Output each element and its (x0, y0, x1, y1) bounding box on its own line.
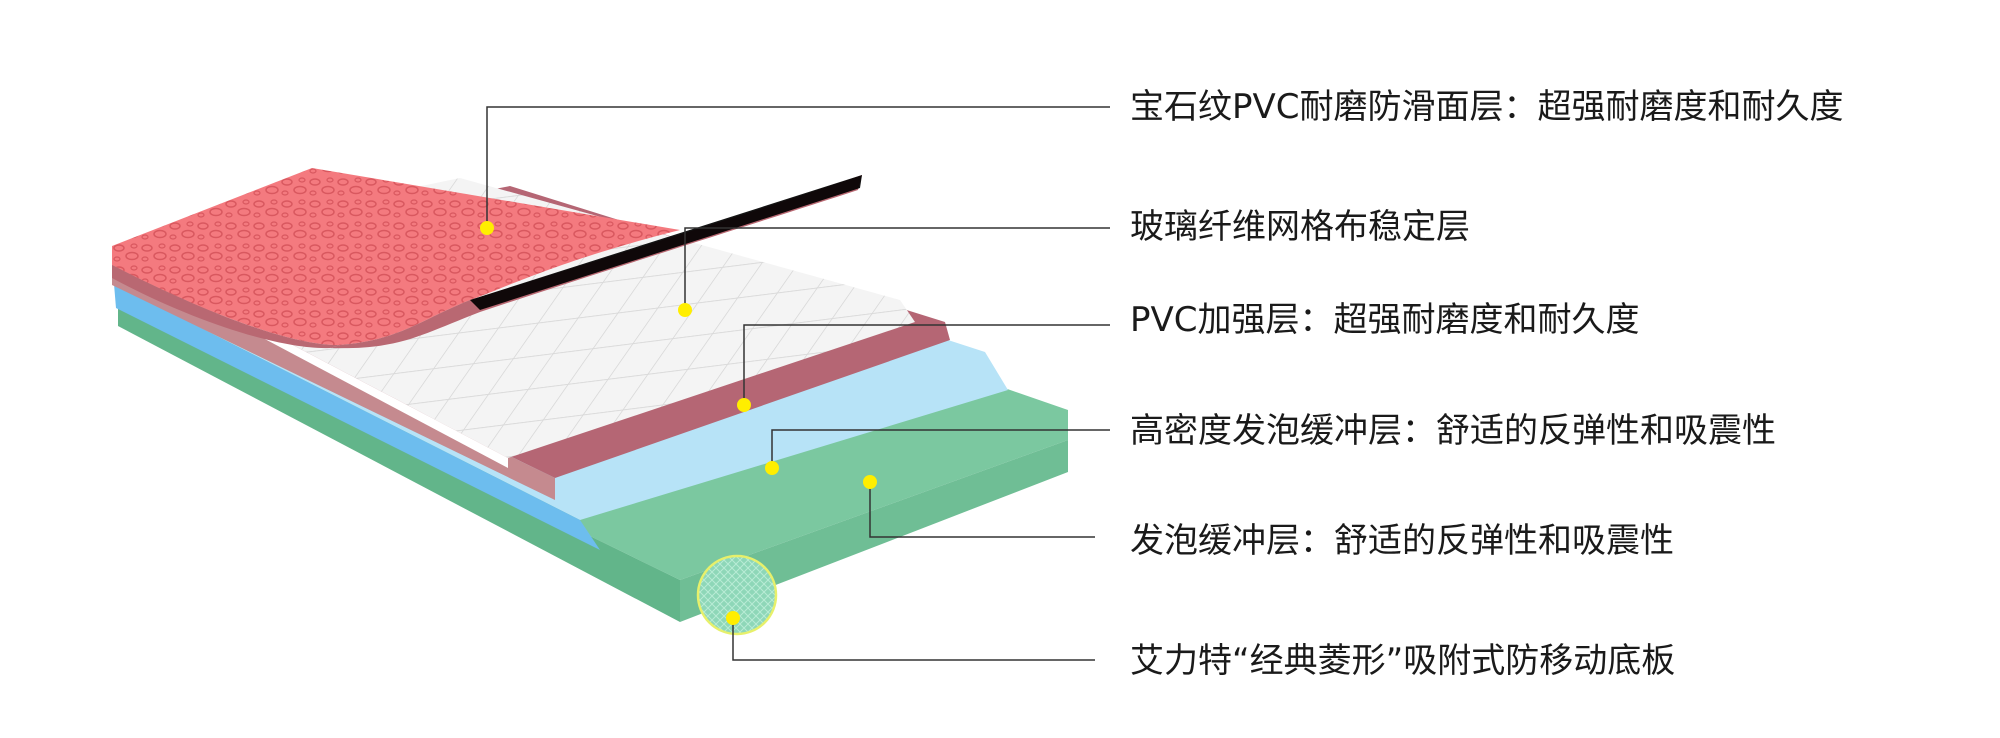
leader-line-foam (869, 482, 1095, 538)
leader-line-high-density-foam (771, 429, 1110, 468)
layer-label-surface: 宝石纹PVC耐磨防滑面层：超强耐磨度和耐久度 (1130, 87, 1844, 127)
yellow-dot-marker-icon (726, 611, 740, 625)
layer-label-fiberglass: 玻璃纤维网格布稳定层 (1130, 207, 1470, 247)
yellow-dot-marker-icon (678, 303, 692, 317)
yellow-dot-marker-icon (480, 221, 494, 235)
leader-line-fiberglass (684, 227, 1110, 310)
layer-label-pvc-reinforce: PVC加强层：超强耐磨度和耐久度 (1130, 300, 1640, 340)
layer-label-base-board: 艾力特“经典菱形”吸附式防移动底板 (1130, 641, 1676, 681)
layer-label-high-density-foam: 高密度发泡缓冲层：舒适的反弹性和吸震性 (1130, 411, 1776, 451)
yellow-dot-marker-icon (863, 475, 877, 489)
diamond-texture-magnifier (696, 554, 778, 636)
leader-line-pvc-reinforce (743, 324, 1110, 405)
top-surface-shape (112, 168, 862, 349)
leader-lines (480, 106, 1110, 661)
leader-line-base-board (732, 618, 1095, 661)
leader-line-surface (486, 106, 1110, 228)
layer-label-foam: 发泡缓冲层：舒适的反弹性和吸震性 (1130, 521, 1674, 561)
yellow-dot-marker-icon (737, 398, 751, 412)
yellow-dot-marker-icon (765, 461, 779, 475)
